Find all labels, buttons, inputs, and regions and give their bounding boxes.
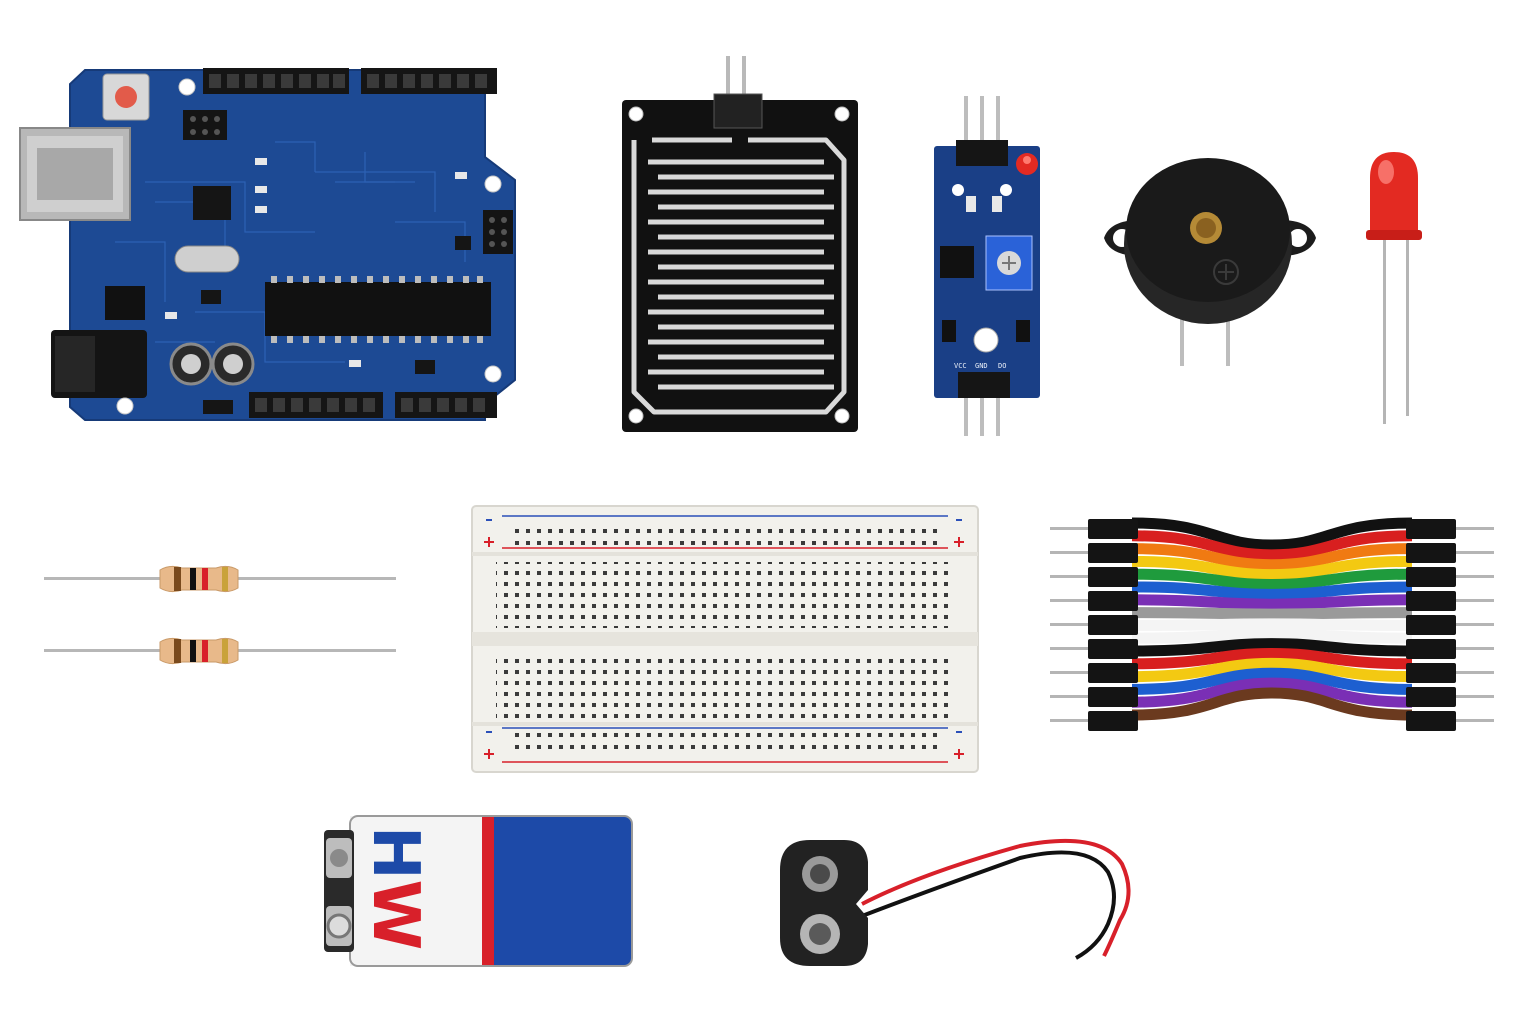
rain-sensor-plate [622, 56, 858, 432]
svg-text:VCC: VCC [954, 362, 967, 370]
wire-strand [1131, 638, 1413, 657]
wire-strands [1131, 517, 1413, 721]
wire-strand [1131, 667, 1413, 695]
wire-strand [1131, 581, 1413, 600]
svg-text:DO: DO [998, 362, 1006, 370]
wire-strand [1131, 657, 1413, 683]
connector-plug [1406, 567, 1494, 587]
connector-plug [1406, 711, 1494, 731]
half-size-breadboard [471, 505, 979, 773]
resistor [44, 637, 396, 665]
piezo-buzzer [1104, 158, 1316, 366]
battery-logo: HW [358, 826, 492, 966]
jumper-wire-bundle [1050, 517, 1494, 731]
left-connector-row [1050, 519, 1138, 731]
microcontroller-board [19, 68, 516, 421]
resistor [44, 565, 396, 593]
connector-plug [1050, 567, 1138, 587]
wire-strand [1131, 555, 1413, 581]
wire-strand [1131, 628, 1413, 644]
battery-logo-letter-b: W [358, 879, 432, 951]
connector-plug [1050, 639, 1138, 659]
wire-strand [1131, 517, 1413, 551]
connector-plug [1406, 591, 1494, 611]
connector-plug [1406, 639, 1494, 659]
wire-strand [1131, 607, 1413, 620]
connector-plug [1050, 663, 1138, 683]
connector-plug [1050, 711, 1138, 731]
wire-strand [1131, 530, 1413, 561]
wire-strand [1131, 618, 1413, 631]
wire-strand [1131, 568, 1413, 590]
svg-text:GND: GND [975, 362, 988, 370]
connector-plug [1050, 615, 1138, 635]
connector-plug [1406, 663, 1494, 683]
connector-plug [1050, 591, 1138, 611]
battery-snap-connector [780, 838, 1131, 966]
battery-logo-letter-a: H [358, 826, 432, 880]
right-connector-row [1406, 519, 1494, 731]
connector-plug [1050, 543, 1138, 563]
connector-plug [1406, 615, 1494, 635]
wire-strand [1131, 648, 1413, 670]
wire-strand [1131, 687, 1413, 721]
wire-strand [1131, 543, 1413, 571]
red-led [1366, 152, 1422, 424]
9v-battery: HW [322, 808, 634, 970]
connector-plug [1406, 543, 1494, 563]
connector-plug [1406, 687, 1494, 707]
connector-plug [1406, 519, 1494, 539]
connector-plug [1050, 519, 1138, 539]
wire-strand [1131, 594, 1413, 610]
sensor-module: VCC GND DO [934, 96, 1040, 436]
wire-strand [1131, 677, 1413, 708]
connector-plug [1050, 687, 1138, 707]
